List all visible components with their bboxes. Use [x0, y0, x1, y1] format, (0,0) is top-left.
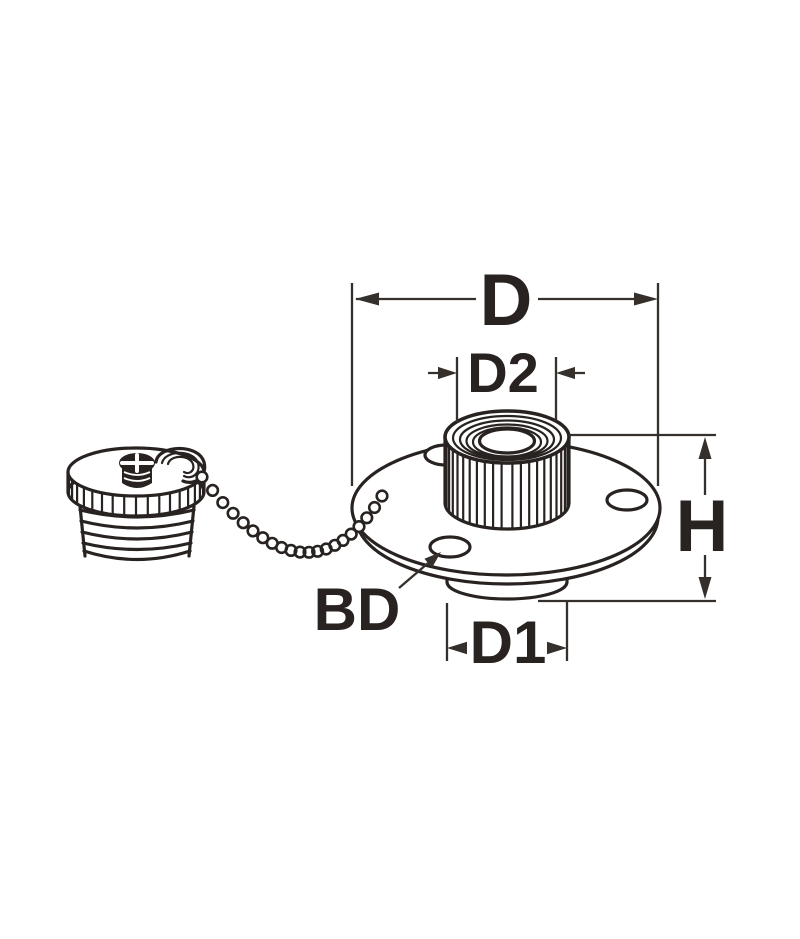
screw-body-threads — [123, 471, 151, 482]
arrowhead-right-icon — [634, 292, 658, 306]
arrowhead-down-icon — [698, 577, 712, 599]
flange-body — [350, 409, 662, 601]
neck-rim — [443, 409, 571, 465]
dimension-label-h: H — [676, 486, 729, 567]
arrowhead-up-icon — [698, 437, 712, 459]
threaded-neck — [443, 409, 571, 531]
bore-opening — [477, 427, 537, 455]
phillips-cross-icon — [120, 453, 154, 473]
cap-plug — [66, 446, 207, 562]
extension-lines — [445, 601, 569, 661]
dimension-h: H — [538, 433, 729, 603]
screw — [119, 453, 155, 488]
arrowhead-left-icon — [447, 641, 467, 655]
dimension-d2: D2 — [428, 341, 585, 422]
leader-arrowhead-icon — [424, 552, 441, 568]
arrowhead-left-icon — [438, 366, 457, 380]
knurl-ribs — [444, 438, 570, 530]
mounting-hole-bd — [428, 535, 472, 559]
chain-eyelet — [154, 446, 207, 484]
extension-lines — [455, 357, 558, 422]
dimension-label-d: D — [480, 260, 533, 341]
arrowhead-right-icon — [556, 366, 575, 380]
ball-chain — [195, 470, 389, 559]
dimension-d: D — [350, 260, 660, 486]
mounting-hole-right — [605, 488, 649, 512]
arrowhead-left-icon — [355, 292, 379, 306]
callout-bd: BD — [314, 552, 441, 643]
dimension-label-d2: D2 — [467, 341, 539, 404]
thread-bore-rings — [451, 414, 563, 462]
dimension-label-d1: D1 — [470, 609, 547, 676]
cap-knurl-ticks — [67, 475, 205, 518]
extension-lines — [350, 283, 660, 486]
dimension-d1: D1 — [445, 601, 569, 676]
dimension-label-bd: BD — [314, 576, 401, 643]
arrowhead-right-icon — [547, 641, 567, 655]
